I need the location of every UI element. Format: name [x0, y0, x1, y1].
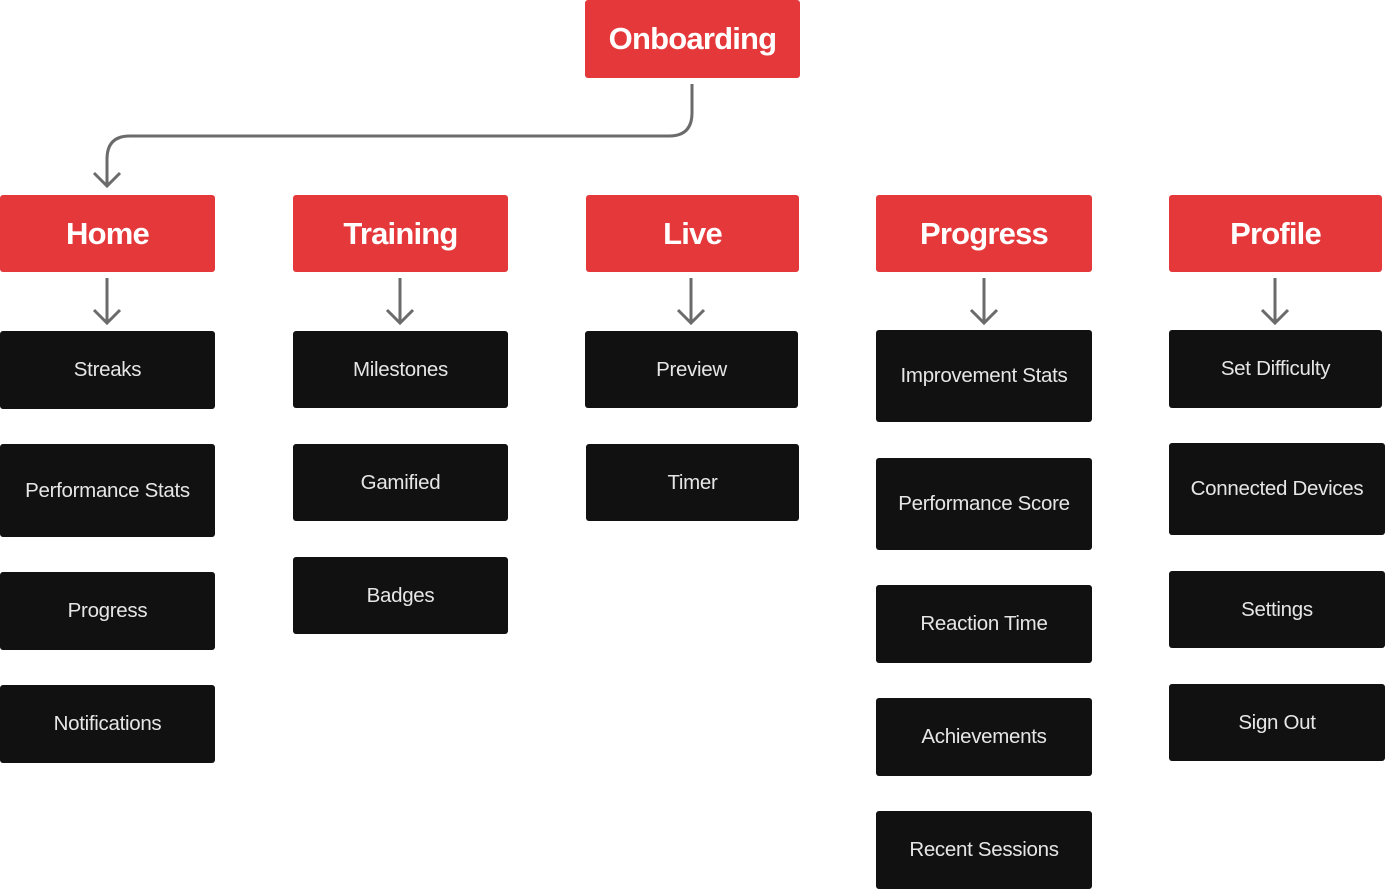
- home-item-streaks: Streaks: [0, 331, 215, 409]
- profile-item-set-difficulty: Set Difficulty: [1169, 330, 1382, 408]
- progress-item-recent-sessions: Recent Sessions: [876, 811, 1092, 889]
- root-node-onboarding: Onboarding: [585, 0, 800, 78]
- progress-item-reaction-time: Reaction Time: [876, 585, 1092, 663]
- section-training: Training: [293, 195, 508, 272]
- live-item-timer: Timer: [586, 444, 799, 521]
- home-item-performance-stats: Performance Stats: [0, 444, 215, 537]
- live-arrow: [676, 278, 706, 326]
- profile-item-sign-out: Sign Out: [1169, 684, 1385, 761]
- progress-arrow: [969, 278, 999, 326]
- section-live: Live: [586, 195, 799, 272]
- progress-item-achievements: Achievements: [876, 698, 1092, 776]
- training-item-badges: Badges: [293, 557, 508, 634]
- profile-item-settings: Settings: [1169, 571, 1385, 648]
- root-to-home-connector: [105, 84, 694, 186]
- profile-item-connected-devices: Connected Devices: [1169, 443, 1385, 535]
- progress-item-performance-score: Performance Score: [876, 458, 1092, 550]
- section-home: Home: [0, 195, 215, 272]
- profile-arrow: [1260, 278, 1290, 326]
- section-profile: Profile: [1169, 195, 1382, 272]
- home-item-progress: Progress: [0, 572, 215, 650]
- progress-item-improvement-stats: Improvement Stats: [876, 330, 1092, 422]
- root-to-home-arrowhead: [92, 171, 122, 189]
- training-item-gamified: Gamified: [293, 444, 508, 521]
- home-item-notifications: Notifications: [0, 685, 215, 763]
- training-arrow: [385, 278, 415, 326]
- home-arrow: [92, 278, 122, 326]
- section-progress: Progress: [876, 195, 1092, 272]
- live-item-preview: Preview: [585, 331, 798, 408]
- training-item-milestones: Milestones: [293, 331, 508, 408]
